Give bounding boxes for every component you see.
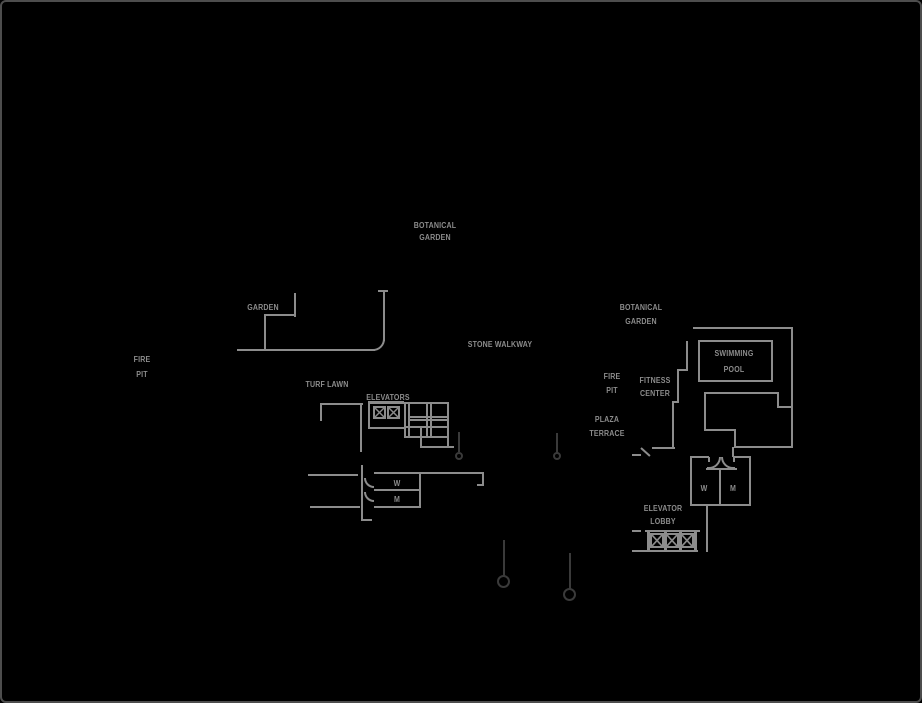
- wall-segment: [320, 403, 322, 421]
- restroom-wall: [749, 456, 751, 506]
- building-wall: [677, 369, 679, 403]
- shaft-wall: [647, 530, 650, 551]
- restroom-divider: [719, 469, 721, 506]
- fitness-room-wall: [704, 392, 779, 394]
- restroom-wall: [733, 456, 751, 458]
- label-restroom-w-east: W: [700, 484, 708, 493]
- label-garden: GARDEN: [247, 303, 279, 312]
- pole-marker-icon: [556, 433, 558, 453]
- pole-marker-icon: [497, 575, 510, 588]
- label-swimming-pool: SWIMMING POOL: [714, 349, 754, 374]
- stair-outline: [447, 402, 449, 448]
- label-fire-pit-east: FIRE PIT: [603, 372, 621, 395]
- pole-marker-icon: [455, 452, 463, 460]
- corridor-wall: [361, 519, 372, 521]
- stair-outline: [404, 402, 406, 438]
- label-fitness-center: FITNESS CENTER: [639, 376, 671, 398]
- label-restroom-w-west: W: [393, 479, 401, 488]
- pole-marker-icon: [503, 540, 505, 577]
- stair-tread: [404, 426, 449, 428]
- corridor-wall: [310, 506, 360, 508]
- label-turf-lawn: TURF LAWN: [305, 380, 349, 389]
- elevator-car-icon: [650, 533, 664, 548]
- pole-marker-icon: [569, 553, 571, 589]
- label-botanical-garden-east: BOTANICAL GARDEN: [619, 303, 663, 326]
- label-plaza-terrace: PLAZA TERRACE: [589, 415, 625, 438]
- building-wall: [677, 369, 688, 371]
- label-restroom-m-east: M: [729, 484, 737, 493]
- label-restroom-m-west: M: [393, 495, 401, 504]
- label-elevator-lobby: ELEVATOR LOBBY: [643, 504, 683, 526]
- label-fire-pit-west: FIRE PIT: [133, 355, 151, 379]
- elevator-shaft-wall: [368, 401, 404, 404]
- restroom-wall: [477, 484, 484, 486]
- elevator-car-icon: [373, 406, 386, 419]
- elevator-car-icon: [665, 533, 679, 548]
- building-wall: [693, 327, 793, 329]
- restroom-wall: [690, 456, 692, 506]
- label-stone-walkway: STONE WALKWAY: [467, 340, 533, 349]
- stair-outline: [420, 446, 454, 448]
- shaft-wall: [694, 530, 697, 551]
- building-wall: [686, 341, 688, 371]
- elevator-car-icon: [387, 406, 400, 419]
- restroom-wall: [690, 456, 709, 458]
- building-wall: [672, 401, 679, 403]
- fitness-room-wall: [704, 429, 736, 431]
- restroom-wall: [482, 472, 484, 486]
- restroom-wall: [374, 472, 484, 474]
- fitness-room-wall: [704, 392, 706, 431]
- stair-tread: [409, 416, 449, 418]
- door-swing: [721, 457, 735, 469]
- corridor-wall: [361, 465, 363, 521]
- building-wall: [791, 327, 793, 448]
- stair-outline: [420, 426, 422, 448]
- walkway-edge: [383, 291, 385, 341]
- restroom-wall: [706, 468, 737, 470]
- building-wall: [672, 401, 674, 449]
- pole-marker-icon: [563, 588, 576, 601]
- lobby-wall: [645, 530, 700, 532]
- lobby-wall: [632, 530, 641, 532]
- lobby-wall: [632, 550, 698, 552]
- walkway-edge-cap: [378, 290, 388, 292]
- garden-wall: [264, 314, 266, 351]
- corridor-wall: [308, 474, 358, 476]
- wall-segment: [732, 447, 734, 457]
- elevator-car-icon: [680, 533, 694, 548]
- garden-wall: [294, 293, 296, 317]
- swimming-pool-outline: [698, 340, 773, 382]
- wall-segment: [321, 403, 363, 405]
- wall-segment: [360, 403, 362, 452]
- door-swing: [364, 478, 374, 488]
- fitness-room-wall: [734, 446, 793, 448]
- lobby-wall: [706, 504, 708, 552]
- pole-marker-icon: [553, 452, 561, 460]
- restroom-divider: [374, 489, 420, 491]
- label-elevators-west: ELEVATORS: [366, 393, 410, 402]
- garden-wall: [264, 314, 296, 316]
- restroom-wall: [374, 506, 420, 508]
- pole-marker-icon: [458, 432, 460, 452]
- label-botanical-garden-nw: BOTANICAL GARDEN: [413, 221, 457, 242]
- elevator-shaft-wall: [368, 427, 405, 429]
- door-threshold: [632, 454, 641, 456]
- fitness-room-wall: [777, 406, 793, 408]
- walkway-edge: [237, 349, 375, 351]
- restroom-wall: [419, 472, 421, 508]
- fitness-room-wall: [777, 392, 779, 408]
- building-wall: [652, 447, 675, 449]
- stair-tread: [409, 419, 449, 421]
- fitness-room-wall: [734, 429, 736, 448]
- door-swing: [364, 492, 374, 502]
- elevator-shaft-wall: [368, 403, 370, 428]
